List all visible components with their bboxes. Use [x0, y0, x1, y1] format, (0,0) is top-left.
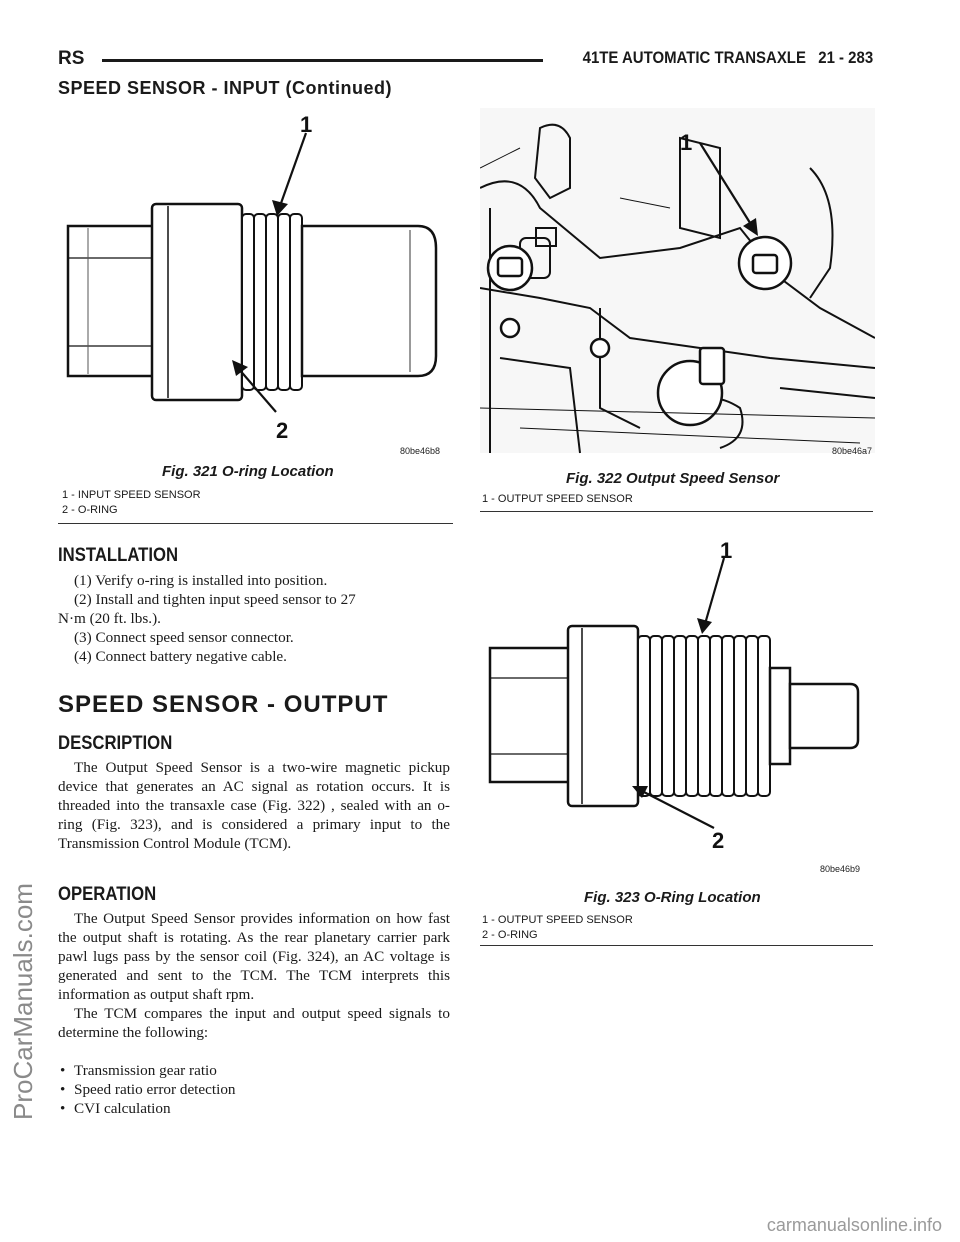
- watermark-side: ProCarManuals.com: [8, 883, 38, 1120]
- operation-bullet-list: Transmission gear ratio Speed ratio erro…: [58, 1061, 450, 1118]
- header-rule: [102, 59, 543, 62]
- fig321-callout-1: 1: [300, 112, 312, 137]
- list-item: Speed ratio error detection: [58, 1080, 450, 1099]
- fig323-id: 80be46b9: [820, 864, 861, 874]
- fig323-caption: Fig. 323 O-Ring Location: [584, 889, 761, 906]
- fig321-legend-item: 2 - O-RING: [62, 504, 118, 516]
- figure-323-illustration: 1 2: [480, 528, 875, 878]
- page-header: RS 41TE AUTOMATIC TRANSAXLE 21 - 283: [58, 48, 873, 76]
- installation-heading: INSTALLATION: [58, 545, 179, 566]
- operation-paragraph-2: The TCM compares the input and output sp…: [58, 1005, 450, 1041]
- section-continued-heading: SPEED SENSOR - INPUT (Continued): [58, 78, 393, 98]
- fig321-callout-2: 2: [276, 418, 288, 443]
- installation-step: (2) Install and tighten input speed sens…: [74, 591, 356, 608]
- installation-step: (3) Connect speed sensor connector.: [74, 629, 294, 646]
- installation-step: (1) Verify o-ring is installed into posi…: [74, 572, 328, 589]
- fig323-legend-item: 2 - O-RING: [482, 929, 538, 941]
- page-number: 21 - 283: [818, 48, 873, 67]
- fig323-callout-1: 1: [720, 538, 732, 563]
- fig321-id: 80be46b8: [400, 446, 441, 456]
- fig323-legend-item: 1 - OUTPUT SPEED SENSOR: [482, 914, 633, 926]
- header-title-group: 41TE AUTOMATIC TRANSAXLE 21 - 283: [570, 48, 873, 68]
- fig323-legend: 1 - OUTPUT SPEED SENSOR 2 - O-RING: [482, 913, 633, 943]
- fig322-callout-1: 1: [680, 130, 692, 155]
- figure-322-illustration: 1: [480, 108, 875, 458]
- description-heading: DESCRIPTION: [58, 733, 173, 754]
- installation-steps: (1) Verify o-ring is installed into posi…: [58, 571, 450, 666]
- fig322-legend-item: 1 - OUTPUT SPEED SENSOR: [482, 493, 633, 505]
- fig322-caption: Fig. 322 Output Speed Sensor: [566, 470, 780, 487]
- fig321-legend: 1 - INPUT SPEED SENSOR 2 - O-RING: [62, 488, 201, 518]
- fig321-caption: Fig. 321 O-ring Location: [162, 463, 334, 480]
- operation-heading: OPERATION: [58, 884, 157, 905]
- figure-321-illustration: 1 2: [58, 108, 458, 458]
- description-paragraph: The Output Speed Sensor is a two-wire ma…: [58, 759, 450, 852]
- section-heading-output: SPEED SENSOR - OUTPUT: [58, 691, 389, 718]
- installation-step: (4) Connect battery negative cable.: [74, 648, 287, 665]
- fig322-id: 80be46a7: [832, 446, 873, 456]
- list-item: Transmission gear ratio: [58, 1061, 450, 1080]
- fig323-callout-2: 2: [712, 828, 724, 853]
- list-item: CVI calculation: [58, 1099, 450, 1118]
- operation-text: The Output Speed Sensor provides informa…: [58, 909, 450, 1042]
- fig323-rule: [480, 945, 873, 946]
- footer-watermark: carmanualsonline.info: [766, 1215, 942, 1235]
- installation-step: N·m (20 ft. lbs.).: [58, 610, 161, 627]
- header-title: 41TE AUTOMATIC TRANSAXLE: [582, 48, 806, 67]
- fig322-rule: [480, 511, 873, 512]
- operation-paragraph-1: The Output Speed Sensor provides informa…: [58, 910, 450, 1003]
- fig322-legend: 1 - OUTPUT SPEED SENSOR: [482, 492, 633, 507]
- description-text: The Output Speed Sensor is a two-wire ma…: [58, 758, 450, 853]
- fig321-rule: [58, 523, 453, 524]
- header-section-code: RS: [58, 48, 85, 69]
- fig321-legend-item: 1 - INPUT SPEED SENSOR: [62, 489, 201, 501]
